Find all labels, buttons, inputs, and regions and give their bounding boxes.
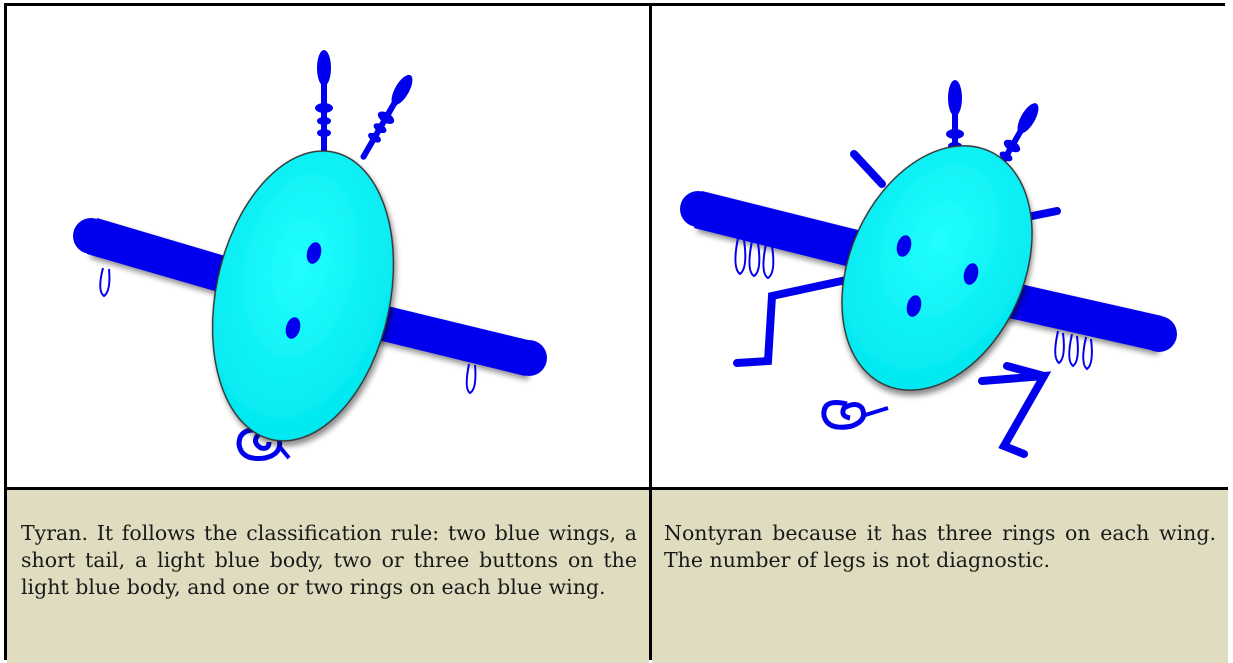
- right-wing: [1000, 281, 1177, 369]
- right-wing: [362, 301, 547, 393]
- tail: [824, 403, 888, 428]
- nontyran-caption-cell: Nontyran because it has three rings on e…: [652, 490, 1228, 663]
- left-wing: [680, 191, 862, 278]
- light-blue-body: [187, 134, 418, 458]
- left-wing-ring: [100, 268, 109, 296]
- nontyran-illustration: [652, 6, 1228, 487]
- nontyran-caption: Nontyran because it has three rings on e…: [664, 520, 1216, 574]
- tyran-caption: Tyran. It follows the classification rul…: [21, 520, 637, 601]
- tyran-image-cell: [7, 6, 649, 490]
- comparison-table: Tyran. It follows the classification rul…: [4, 3, 1225, 660]
- right-wing-ring: [467, 364, 476, 393]
- nontyran-image-cell: [652, 6, 1228, 490]
- tyran-illustration: [7, 6, 649, 487]
- tyran-caption-cell: Tyran. It follows the classification rul…: [7, 490, 649, 663]
- antennae: [315, 50, 418, 164]
- right-wing-rings: [1055, 331, 1092, 369]
